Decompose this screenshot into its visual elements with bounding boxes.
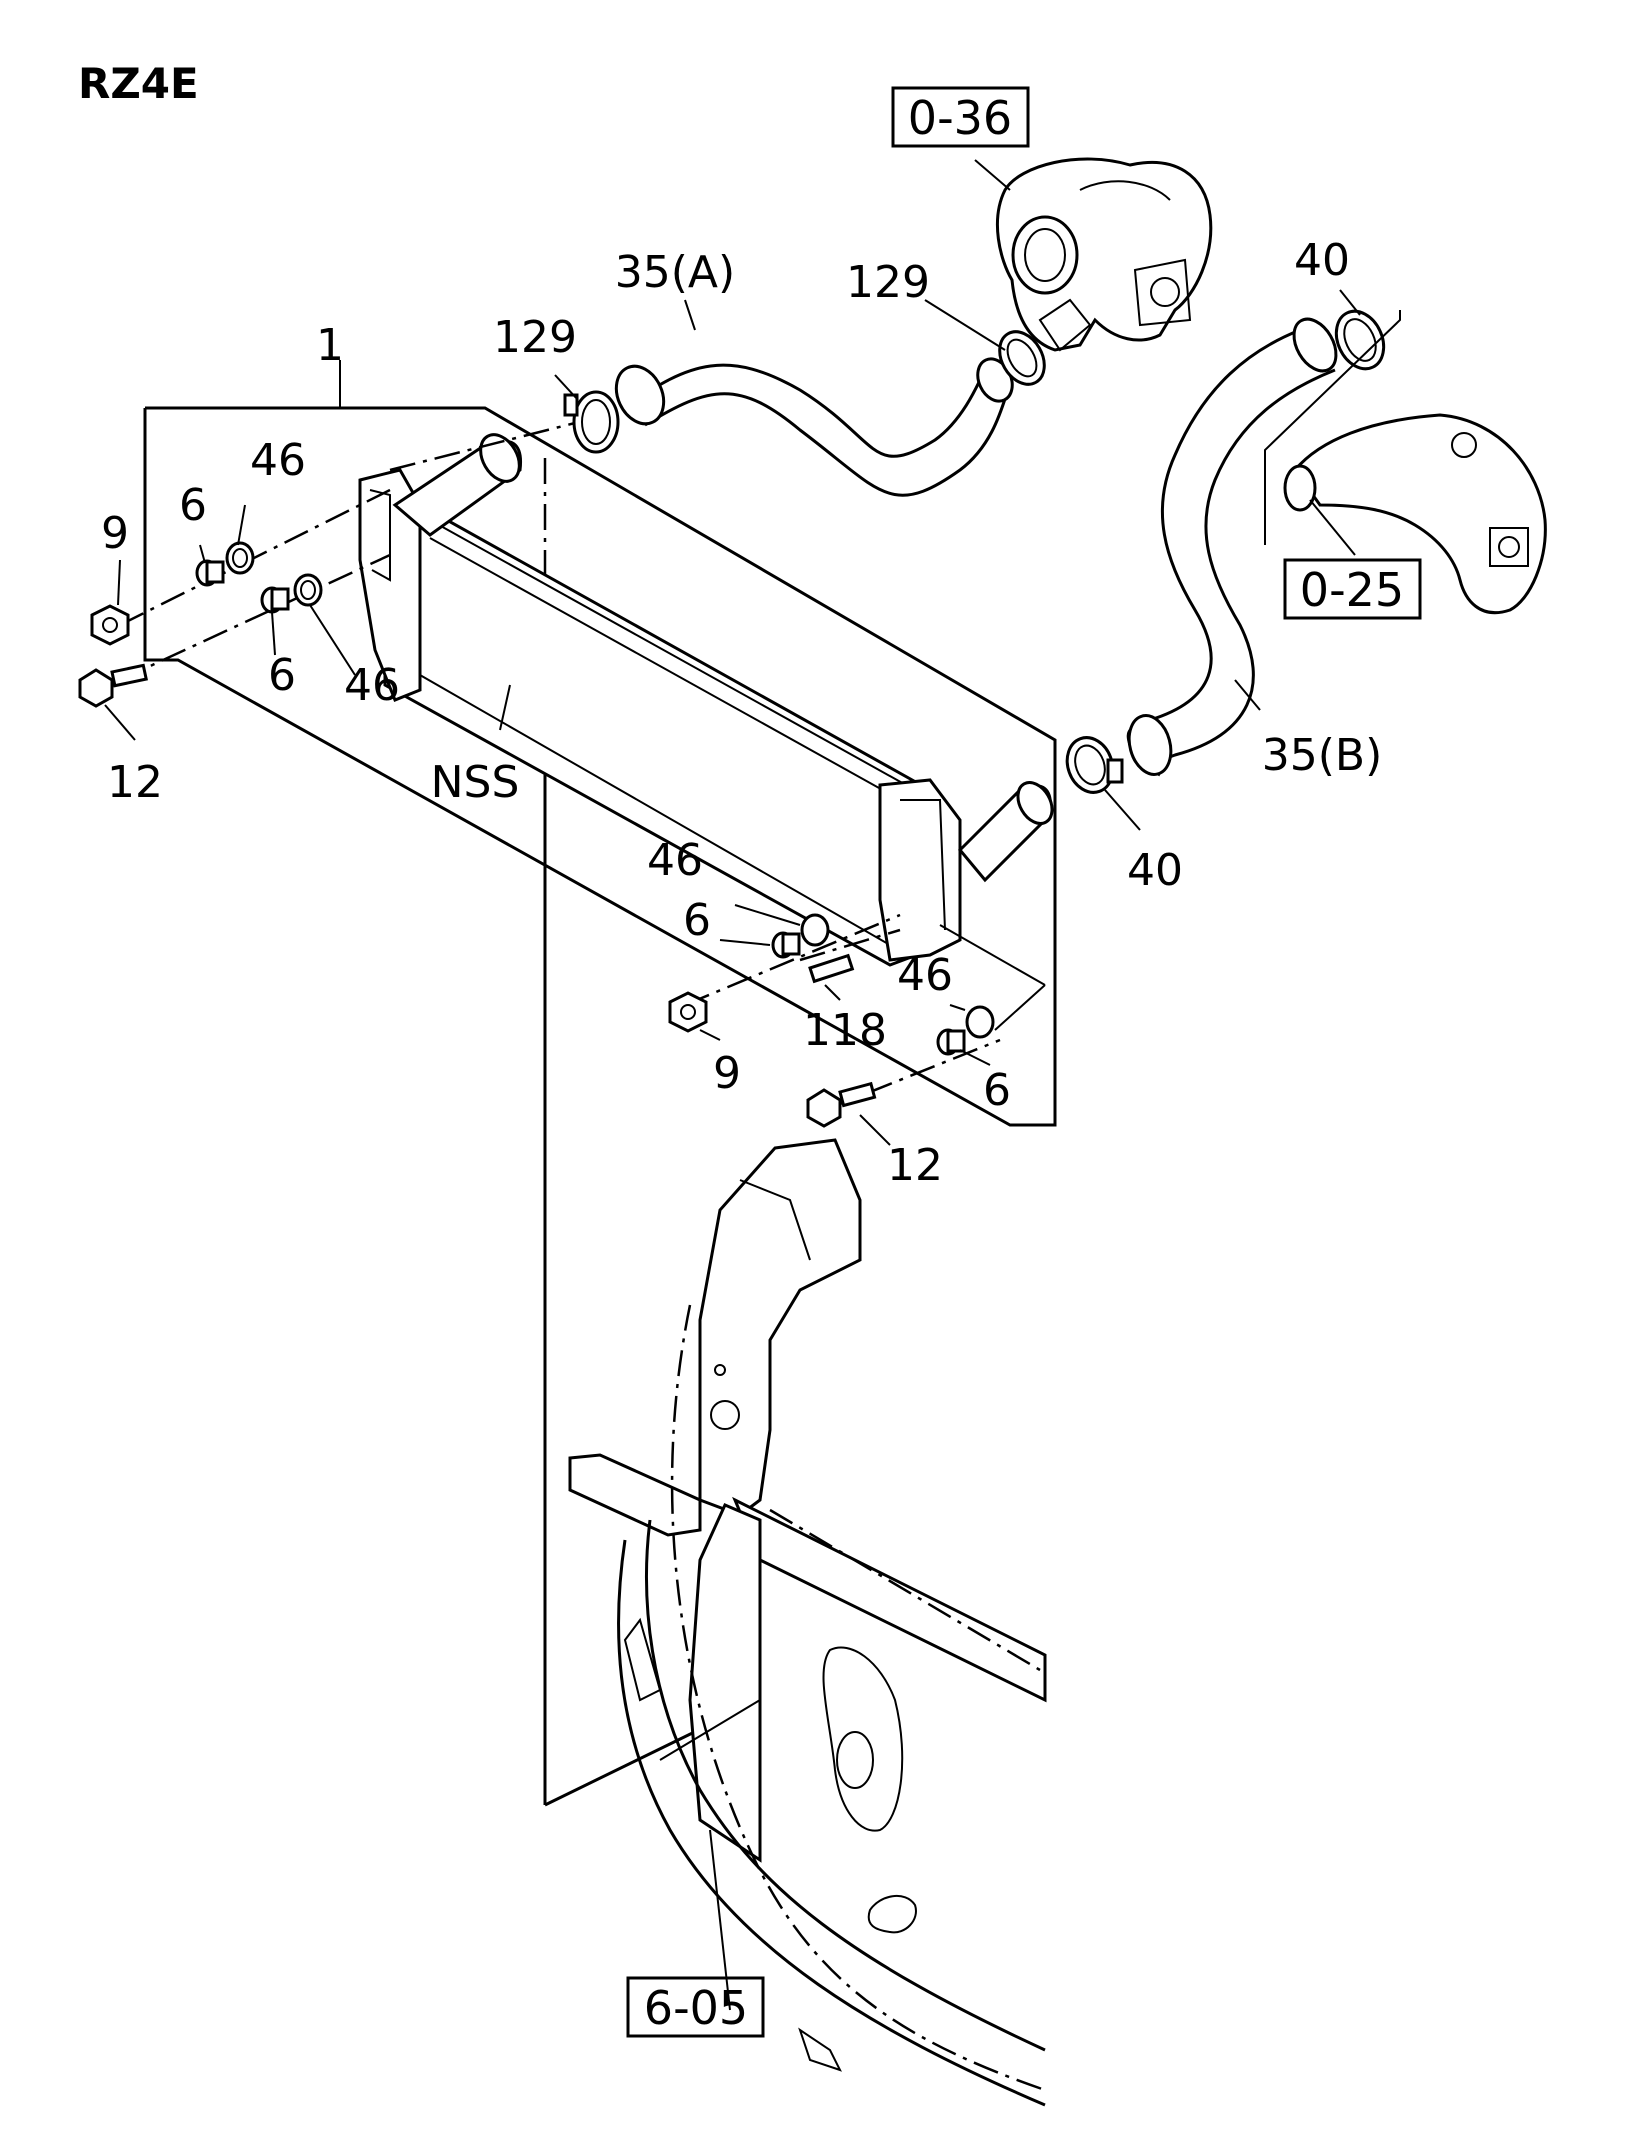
clamp-129-right: [998, 330, 1046, 386]
label-part-6-upper-left: 6: [179, 480, 207, 531]
vehicle-frame: [568, 1138, 1047, 2107]
label-part-6-center: 6: [683, 895, 711, 946]
clamp-40-top: [1334, 309, 1386, 371]
left-fasteners: [78, 421, 576, 708]
label-part-40-bottom: 40: [1127, 845, 1183, 896]
label-part-46-upper-left: 46: [250, 435, 306, 486]
label-part-12-left: 12: [107, 757, 163, 808]
label-part-118: 118: [803, 1005, 887, 1056]
label-part-46-center: 46: [647, 835, 703, 886]
label-part-12-right: 12: [887, 1140, 943, 1191]
ref-label-6-05: 6-05: [644, 1981, 748, 2035]
callout-labels: 1 35(A) 129 129 40 35(B) 40 46 6 9 6 46 …: [101, 235, 1382, 1191]
ref-box-6-05[interactable]: 6-05: [626, 1976, 765, 2038]
label-part-1: 1: [316, 320, 344, 371]
label-part-35b: 35(B): [1262, 730, 1383, 781]
label-part-9-left: 9: [101, 508, 129, 559]
label-part-6-right: 6: [983, 1065, 1011, 1116]
leader-lines: [104, 159, 1361, 2011]
hose-35b: [1126, 317, 1338, 777]
label-part-9-right: 9: [713, 1048, 741, 1099]
ref-box-0-25[interactable]: 0-25: [1283, 558, 1422, 620]
label-part-6-lower-left: 6: [268, 650, 296, 701]
intercooler-assembly-outline: [143, 380, 1057, 1127]
intake-pipe: [1264, 310, 1547, 615]
label-nss: NSS: [431, 757, 520, 808]
label-part-129-left: 129: [493, 312, 577, 363]
ref-label-0-36: 0-36: [908, 91, 1012, 145]
intercooler-core: [358, 433, 1054, 967]
clamp-129-left: [563, 390, 620, 454]
label-part-46-lower-left: 46: [344, 660, 400, 711]
label-part-35a: 35(A): [615, 247, 735, 298]
ref-box-0-36[interactable]: 0-36: [891, 86, 1030, 148]
model-code: RZ4E: [78, 59, 199, 108]
label-part-46-right: 46: [897, 950, 953, 1001]
turbocharger: [996, 157, 1213, 352]
label-part-40-top: 40: [1294, 235, 1350, 286]
hose-35a: [614, 357, 1014, 497]
clamp-40-bottom: [1065, 736, 1124, 794]
right-fasteners: [668, 913, 1046, 1128]
ref-label-0-25: 0-25: [1300, 563, 1404, 617]
label-part-129-right: 129: [846, 257, 930, 308]
